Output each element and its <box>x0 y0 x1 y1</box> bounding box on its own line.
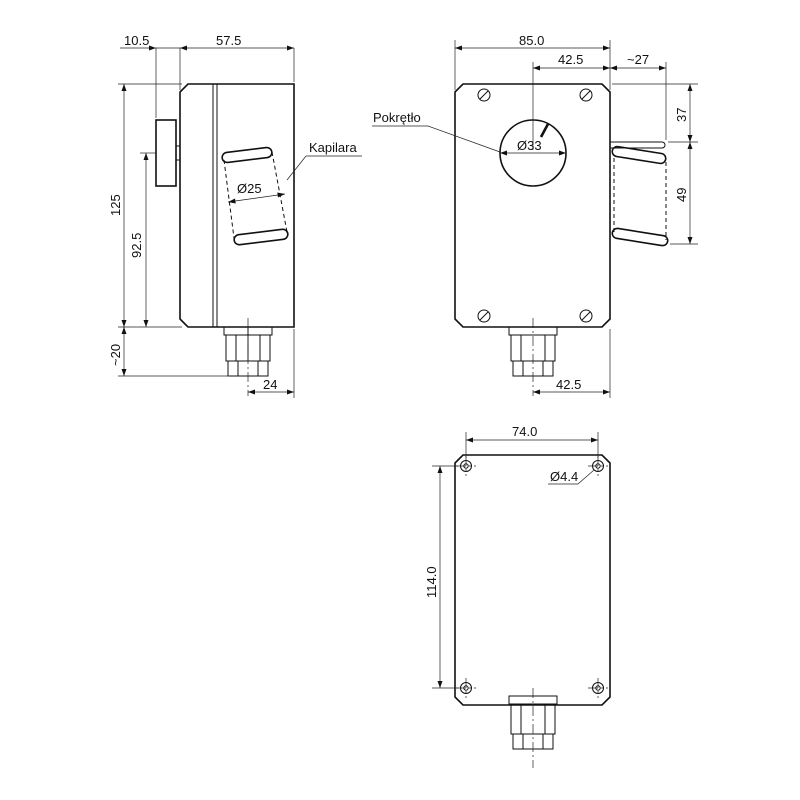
front-dim-knob-offset: 42.5 <box>558 52 583 67</box>
side-capillary-lower <box>233 228 289 246</box>
front-screw-top-right <box>579 88 593 102</box>
back-view: 74.0 114.0 Ø4.4 <box>424 424 611 768</box>
side-dim-height: 125 <box>108 194 123 216</box>
side-dim-depth: 57.5 <box>216 33 241 48</box>
mount-hole-bottom-right <box>588 678 608 698</box>
mount-hole-bottom-left <box>456 678 476 698</box>
side-knob-shaft <box>175 145 181 161</box>
side-dim-axis-height: 92.5 <box>129 233 144 258</box>
back-dim-hole-spacing-y: 114.0 <box>424 566 439 598</box>
front-housing <box>454 83 611 328</box>
side-dim-knob-offset: 10.5 <box>124 33 149 48</box>
front-knob-pointer <box>539 123 550 138</box>
side-capillary-dash-right <box>271 151 288 233</box>
side-diameter-capillary: Ø25 <box>237 181 262 196</box>
mount-hole-top-right <box>588 456 608 476</box>
front-capillary <box>610 141 669 247</box>
side-dim-gland-length: ~20 <box>108 344 123 366</box>
side-capillary-upper <box>221 146 273 164</box>
mount-hole-top-left <box>456 456 476 476</box>
back-dim-hole-spacing-x: 74.0 <box>512 424 537 439</box>
side-capillary-dash-left <box>223 159 235 239</box>
front-screw-bottom-left <box>477 309 491 323</box>
side-label-capillary: Kapilara <box>309 140 357 155</box>
front-dim-capillary-length: ~27 <box>627 52 649 67</box>
front-dim-capillary-top: 37 <box>674 108 689 122</box>
side-view: 10.5 57.5 125 92.5 ~20 24 Ø25 K <box>108 33 362 398</box>
front-dim-capillary-span: 49 <box>674 188 689 202</box>
front-dim-width: 85.0 <box>519 33 544 48</box>
front-screw-bottom-right <box>579 309 593 323</box>
front-dim-gland-offset: 42.5 <box>556 377 581 392</box>
side-dim-gland-offset: 24 <box>263 377 277 392</box>
back-cable-gland <box>508 695 558 750</box>
back-housing <box>454 454 611 706</box>
front-label-knob: Pokrętło <box>373 110 421 125</box>
side-housing <box>179 83 295 328</box>
back-diameter-mount-hole: Ø4.4 <box>550 469 578 484</box>
front-diameter-knob: Ø33 <box>517 138 542 153</box>
front-view: 85.0 42.5 ~27 37 49 42.5 Ø33 <box>372 33 698 398</box>
front-screw-top-left <box>477 88 491 102</box>
side-knob <box>155 119 177 187</box>
